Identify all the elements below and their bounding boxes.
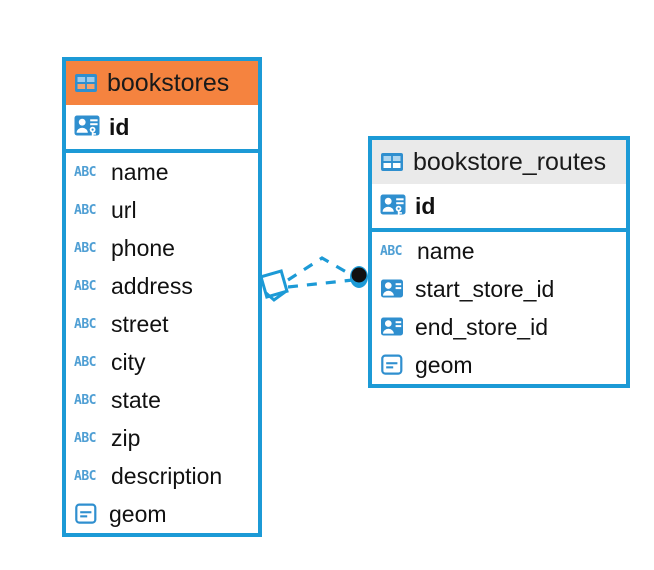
primary-key-row-bookstore-routes: id [372,184,626,232]
abc-text-icon: ABC [74,354,96,370]
primary-key-row-bookstores: id [66,105,258,153]
field-row-zip[interactable]: ABC zip [66,419,258,457]
field-row-id[interactable]: id [66,105,258,149]
abc-text-icon: ABC [74,202,96,218]
field-name-state: state [111,386,161,413]
field-row-description[interactable]: ABC description [66,457,258,495]
relationship-line-upper [287,256,356,282]
field-row-city[interactable]: ABC city [66,343,258,381]
field-row-street[interactable]: ABC street [66,305,258,343]
geometry-icon [381,354,403,375]
field-row-name[interactable]: ABC name [372,232,626,270]
field-name-zip: zip [111,424,141,451]
field-name-address: address [111,272,193,299]
abc-text-icon: ABC [74,430,96,446]
abc-text-icon: ABC [74,392,96,408]
entity-title-bookstores: bookstores [107,68,230,97]
table-icon [75,74,97,92]
field-row-start-store-id[interactable]: start_store_id [372,270,626,308]
relationship-target-marker [350,266,368,288]
field-name-id: id [415,192,436,219]
relationship-line-lower [287,278,354,289]
field-row-state[interactable]: ABC state [66,381,258,419]
field-name-geom: geom [415,351,473,378]
foreign-key-icon [381,279,403,298]
field-row-phone[interactable]: ABC phone [66,229,258,267]
entity-bookstore-routes[interactable]: bookstore_routes [368,136,630,388]
field-list-bookstores: ABC name ABC url ABC phone ABC address A… [66,153,258,533]
field-name-description: description [111,462,223,489]
foreign-key-icon [381,317,403,336]
field-name-name: name [417,237,475,264]
field-name-geom: geom [109,500,167,527]
field-row-geom[interactable]: geom [66,495,258,533]
field-row-id[interactable]: id [372,184,626,228]
primary-key-icon [380,194,406,217]
field-row-geom[interactable]: geom [372,346,626,384]
entity-header-bookstores: bookstores [66,61,258,105]
abc-text-icon: ABC [74,316,96,332]
abc-text-icon: ABC [380,243,402,259]
relationship-source-marker [259,269,289,299]
abc-text-icon: ABC [74,240,96,256]
abc-text-icon: ABC [74,164,96,180]
relationship-source-tail [265,290,286,302]
entity-header-bookstore-routes: bookstore_routes [372,140,626,184]
entity-title-bookstore-routes: bookstore_routes [413,147,607,176]
field-list-bookstore-routes: ABC name start_store_id [372,232,626,384]
field-name-city: city [111,348,146,375]
field-name-url: url [111,196,137,223]
field-name-street: street [111,310,169,337]
abc-text-icon: ABC [74,468,96,484]
field-name-name: name [111,158,169,185]
field-name-start-store-id: start_store_id [415,275,555,302]
field-row-address[interactable]: ABC address [66,267,258,305]
field-name-end-store-id: end_store_id [415,313,548,340]
field-name-id: id [109,113,130,140]
abc-text-icon: ABC [74,278,96,294]
geometry-icon [75,503,97,524]
field-row-end-store-id[interactable]: end_store_id [372,308,626,346]
primary-key-icon [74,115,100,138]
field-row-name[interactable]: ABC name [66,153,258,191]
field-name-phone: phone [111,234,175,261]
entity-bookstores[interactable]: bookstores [62,57,262,537]
field-row-url[interactable]: ABC url [66,191,258,229]
table-icon [381,153,403,171]
